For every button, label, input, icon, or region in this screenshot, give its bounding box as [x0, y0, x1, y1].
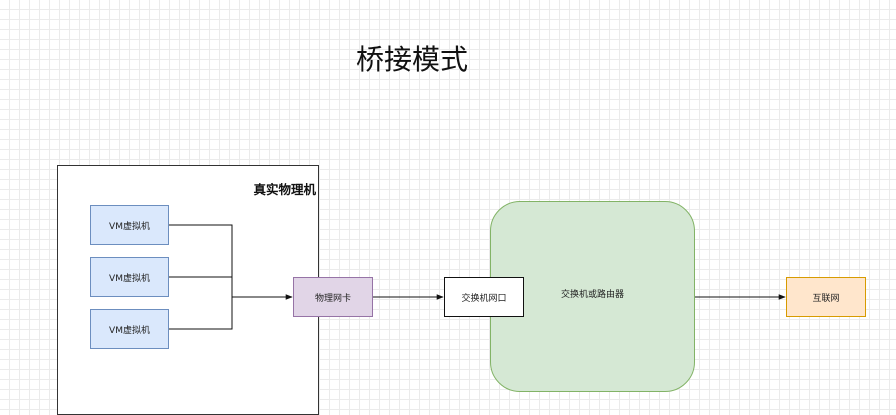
switch-router-node[interactable]: 交换机或路由器 [490, 201, 695, 392]
vm1-connector [169, 224, 233, 297]
physical-nic-node[interactable]: 物理网卡 [293, 277, 373, 317]
vm-node-label: VM虚拟机 [109, 325, 150, 336]
vm2-connector [169, 276, 233, 297]
vm-node-label: VM虚拟机 [109, 221, 150, 232]
connector-layer [169, 224, 786, 330]
vm-node-3[interactable]: VM虚拟机 [90, 309, 169, 349]
internet-node[interactable]: 互联网 [786, 277, 866, 317]
diagram-title: 桥接模式 [355, 43, 468, 76]
switch-router-label: 交换机或路由器 [560, 290, 624, 300]
switch-port-node[interactable]: 交换机网口 [444, 277, 524, 317]
vm-node-label: VM虚拟机 [109, 273, 150, 284]
internet-label: 互联网 [812, 293, 840, 304]
physical-nic-label: 物理网卡 [314, 293, 351, 304]
vm-node-1[interactable]: VM虚拟机 [90, 205, 169, 245]
vm3-connector [169, 297, 233, 330]
vm-node-2[interactable]: VM虚拟机 [90, 257, 169, 297]
host-machine-label: 真实物理机 [253, 182, 316, 197]
switch-port-label: 交换机网口 [461, 293, 507, 304]
